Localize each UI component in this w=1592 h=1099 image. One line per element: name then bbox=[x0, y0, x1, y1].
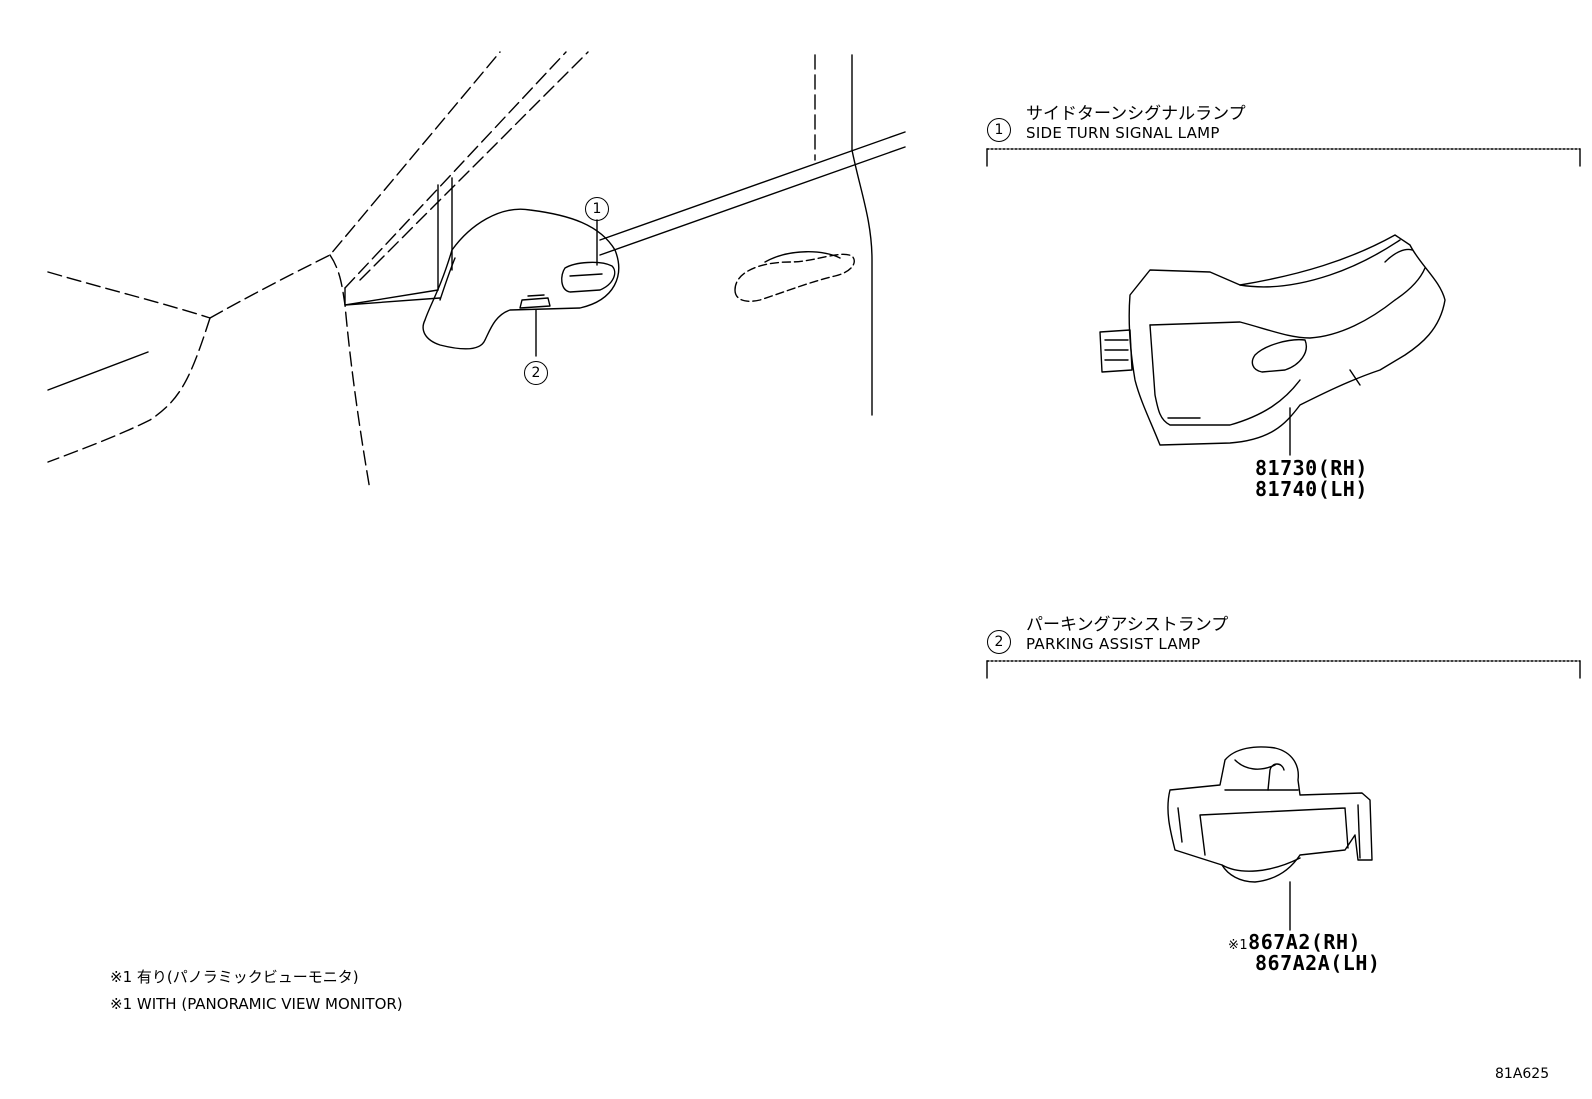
note-japanese: ※1 有り(パノラミックビューモニタ) bbox=[110, 968, 359, 986]
legend-number-1: 1 bbox=[987, 118, 1011, 142]
part-number-867a2-rh-text: 867A2(RH) bbox=[1248, 930, 1362, 954]
note-mark: ※1 bbox=[1228, 938, 1249, 953]
legend-bracket-1 bbox=[986, 148, 1581, 167]
part-number-81730-rh: 81730(RH) bbox=[1255, 456, 1368, 480]
side-turn-signal-lamp-drawing bbox=[1099, 234, 1446, 446]
legend-1-japanese: サイドターンシグナルランプ bbox=[1026, 104, 1246, 124]
legend-bracket-2 bbox=[986, 660, 1581, 679]
diagram-code: 81A625 bbox=[1495, 1066, 1550, 1082]
part-number-81740-lh: 81740(LH) bbox=[1255, 477, 1368, 501]
legend-number-2: 2 bbox=[987, 630, 1011, 654]
callout-1: 1 bbox=[585, 197, 609, 221]
parking-assist-lamp-drawing bbox=[1167, 746, 1373, 883]
legend-2-english: PARKING ASSIST LAMP bbox=[1026, 635, 1201, 653]
legend-1-english: SIDE TURN SIGNAL LAMP bbox=[1026, 124, 1220, 142]
part-number-867a2a-lh: 867A2A(LH) bbox=[1255, 951, 1381, 975]
callout-2: 2 bbox=[524, 361, 548, 385]
part-number-867a2-rh: ※1867A2(RH) bbox=[1228, 932, 1361, 952]
legend-2-japanese: パーキングアシストランプ bbox=[1026, 615, 1229, 635]
car-door-outline bbox=[47, 51, 906, 491]
note-english: ※1 WITH (PANORAMIC VIEW MONITOR) bbox=[110, 995, 403, 1013]
side-mirror bbox=[422, 208, 620, 350]
